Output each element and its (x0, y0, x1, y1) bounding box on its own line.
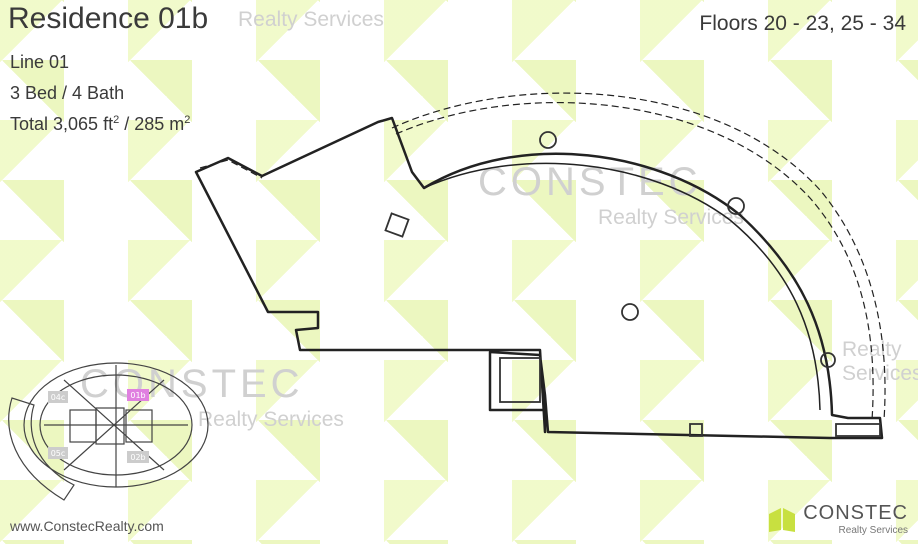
watermark-tagline: Realty Services (598, 206, 744, 229)
unit-tag-05c: 05c (51, 449, 66, 458)
total-area-label: Total 3,065 ft2 / 285 m2 (10, 114, 190, 135)
sup-m: 2 (184, 114, 191, 126)
unit-tag-bg (127, 451, 149, 463)
total-sqft: Total 3,065 ft (10, 114, 114, 134)
unit-tag-highlight (127, 389, 149, 401)
logo-tagline: Realty Services (838, 525, 908, 536)
floors-range: Floors 20 - 23, 25 - 34 (699, 12, 906, 35)
unit-tag-01b: 01b (130, 391, 145, 400)
constec-logo-icon (769, 508, 796, 532)
total-sqm: / 285 m (119, 114, 185, 134)
key-plan: 04c 01b 05c 02b (8, 362, 209, 501)
watermark-tagline: Realty Services (198, 408, 344, 431)
website-link[interactable]: www.ConstecRealty.com (10, 518, 164, 534)
logo-name: CONSTEC (803, 502, 908, 524)
residence-title: Residence 01b (8, 2, 209, 35)
watermark-tagline: Realty Services (238, 8, 384, 31)
unit-tag-bg (48, 447, 68, 459)
logo-shape (769, 508, 782, 532)
bed-bath-label: 3 Bed / 4 Bath (10, 83, 125, 103)
unit-tag-bg (48, 391, 68, 403)
logo-shape (783, 508, 796, 532)
watermark-brand: CONSTEC (478, 160, 702, 204)
line-label: Line 01 (10, 52, 70, 72)
sup-ft: 2 (113, 114, 120, 126)
constec-logo: CONSTEC Realty Services (767, 502, 908, 536)
unit-tag-02b: 02b (130, 453, 145, 462)
unit-tag-04c: 04c (51, 393, 66, 402)
